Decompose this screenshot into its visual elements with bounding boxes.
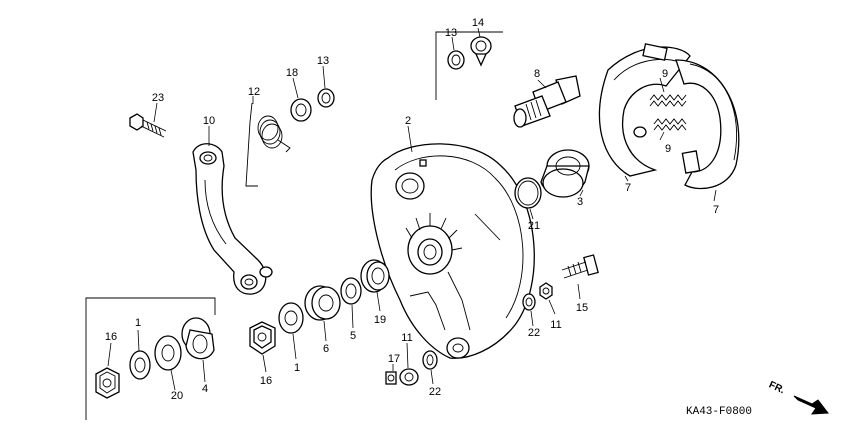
label-9-bottom: 9 [665,143,671,155]
label-17: 17 [388,353,400,365]
label-16-main: 16 [260,375,272,387]
label-22-right: 22 [528,327,540,339]
washer-22-bottom [422,350,438,385]
label-22-bottom: 22 [429,386,441,398]
washer-5 [340,277,362,329]
label-19: 19 [374,314,386,326]
label-13-top: 13 [317,55,329,67]
nut-11-right [539,282,556,315]
o-ring-21 [514,177,542,220]
seal-18 [290,77,312,122]
label-1-inset: 1 [135,317,141,329]
bolt-23 [129,102,167,138]
bearing-6 [304,285,341,342]
label-2: 2 [405,115,411,127]
label-5: 5 [350,330,356,342]
arrow-right-icon [793,395,829,415]
label-1-main: 1 [294,362,300,374]
brake-arm-10 [192,126,273,295]
indicator-plate-14 [470,27,492,67]
brake-shoe-7-right [675,59,740,202]
label-9-top: 9 [662,68,668,80]
label-12: 12 [248,86,260,98]
label-16-inset: 16 [105,331,117,343]
front-direction-label: FR. [767,379,786,396]
brake-shoe-7-left [598,43,691,182]
bolt-15 [561,254,599,300]
bolt-17 [385,364,397,385]
label-11-right: 11 [550,319,561,331]
label-14: 14 [472,17,484,29]
label-10: 10 [203,115,215,127]
shoe-spring-9-top [649,77,687,107]
label-7-left: 7 [625,182,631,194]
brake-cam-8 [513,75,581,128]
label-23: 23 [152,92,164,104]
nut-16-main [249,321,276,373]
nut-16-inset [95,342,120,399]
part-labels: 23 10 12 18 13 13 14 2 8 9 9 7 7 3 21 19… [105,17,719,402]
label-7-right: 7 [713,204,719,216]
inset-box-13-14 [435,31,503,100]
drawing-code: KA43-F0800 [686,406,752,418]
inset-box-16-1-20-4 [85,297,216,420]
label-13-inset: 13 [445,27,457,39]
washer-13-top [317,65,335,108]
label-21: 21 [528,220,540,232]
front-direction-marker: FR. [767,379,829,415]
label-18: 18 [286,67,298,79]
washer-22-right [522,293,536,327]
label-8: 8 [534,68,540,80]
hub-boss [405,213,463,275]
collar-4 [181,317,215,383]
washer-1-main [278,302,304,360]
label-6: 6 [323,343,329,355]
bushing-3 [540,149,590,198]
label-11-bottom: 11 [401,332,412,344]
collar-11-bottom [399,342,419,386]
spacer-20 [154,335,182,391]
washer-13-inset [447,36,465,70]
seal-19 [360,259,390,312]
return-spring-12 [245,96,291,187]
washer-1-inset [129,329,151,380]
label-3: 3 [577,196,583,208]
brake-panel-2 [370,125,535,359]
label-15: 15 [576,302,588,314]
shoe-spring-9-bottom [653,118,687,141]
label-20: 20 [171,390,183,402]
label-4: 4 [202,383,208,395]
